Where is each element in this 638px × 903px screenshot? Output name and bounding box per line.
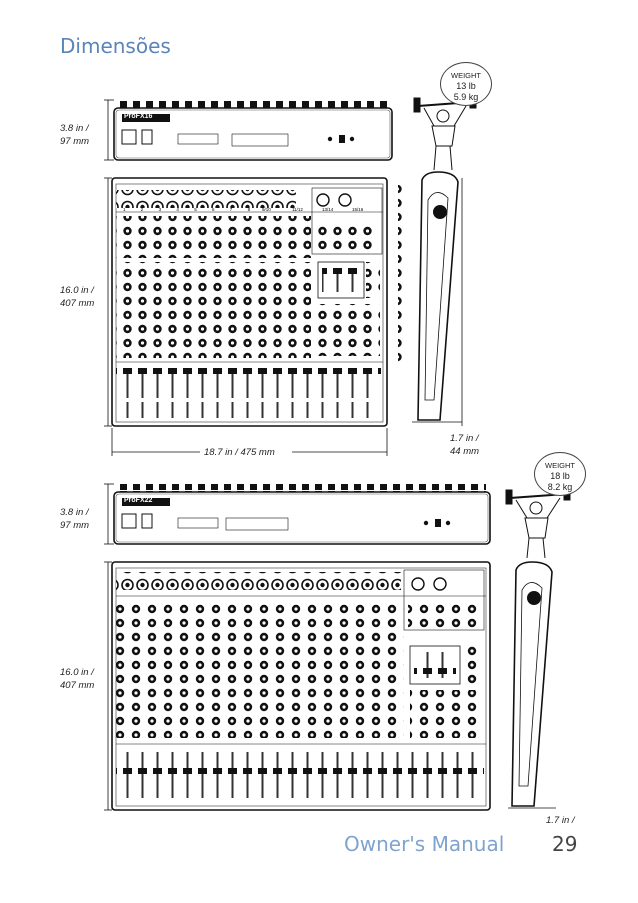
fx16-channel-label: 3 [159, 207, 162, 212]
fx16-channel-label: 6 [212, 207, 215, 212]
fx16-channel-label: 13/14 [322, 207, 334, 212]
fx22-model-badge: ProFX22 [124, 497, 153, 504]
fx16-weight-badge: WEIGHT 13 lb 5.9 kg [440, 62, 492, 106]
fx22-rear-dimension [104, 483, 114, 545]
fx22-side-height: 1.7 in / [546, 815, 575, 826]
fx22-weight-kg: 8.2 kg [547, 482, 573, 492]
fx16-side-height: 1.7 in / 44 mm [450, 432, 479, 458]
fx16-side-height-in: 1.7 in / [450, 433, 479, 444]
fx16-rear-height-mm: 97 mm [60, 136, 90, 147]
fx22-depth: 16.0 in / 407 mm [60, 666, 94, 692]
fx22-strongman-illustration [505, 485, 571, 559]
fx16-rear-height: 3.8 in / 97 mm [60, 122, 89, 148]
fx16-depth-mm: 407 mm [60, 298, 95, 309]
fx16-channel-label: 7 [230, 207, 233, 212]
fx16-channel-label: 11/12 [292, 207, 303, 212]
fx22-rear-height: 3.8 in / 97 mm [60, 506, 89, 532]
page-title: Dimensões [60, 34, 171, 58]
fx22-rear-view [113, 484, 491, 545]
fx16-channel-label: 4 [176, 207, 179, 212]
fx16-rear-height-in: 3.8 in / [60, 123, 89, 134]
fx16-weight-lb: 13 lb [456, 81, 476, 91]
fx16-weight-kg: 5.9 kg [453, 92, 479, 102]
fx16-side-height-mm: 44 mm [450, 446, 480, 457]
page-number: 29 [552, 832, 578, 856]
fx16-channel-label: 9/10 [262, 207, 271, 212]
fx16-top-dimension [104, 177, 388, 456]
fx22-top-view [111, 561, 491, 811]
fx22-weight-label: WEIGHT [545, 461, 575, 470]
fx16-channel-label: 5 [194, 207, 197, 212]
fx16-weight-label: WEIGHT [451, 71, 481, 80]
fx22-weight-lb: 18 lb [550, 471, 570, 481]
fx22-weight-badge: WEIGHT 18 lb 8.2 kg [534, 452, 586, 496]
fx16-channel-label: 15/16 [352, 207, 364, 212]
fx16-rear-view [113, 100, 393, 161]
fx22-depth-mm: 407 mm [60, 680, 95, 691]
footer-label: Owner's Manual [344, 832, 505, 856]
fx16-depth-in: 16.0 in / [60, 285, 94, 296]
fx22-rear-height-mm: 97 mm [60, 520, 90, 531]
fx16-channel-label: 8 [248, 207, 251, 212]
fx16-channel-label: 1 [123, 207, 126, 212]
fx16-depth: 16.0 in / 407 mm [60, 284, 94, 310]
fx16-width: 18.7 in / 475 mm [204, 447, 275, 458]
fx16-model-badge: ProFX16 [124, 113, 153, 120]
fx22-rear-height-in: 3.8 in / [60, 507, 89, 518]
fx16-side-view [398, 171, 463, 426]
fx16-channel-label: 2 [141, 207, 144, 212]
fx16-rear-dimension [104, 99, 114, 161]
fx22-side-view [508, 561, 556, 809]
fx16-top-view [111, 177, 388, 427]
fx22-top-dimension [104, 561, 112, 811]
fx22-depth-in: 16.0 in / [60, 667, 94, 678]
